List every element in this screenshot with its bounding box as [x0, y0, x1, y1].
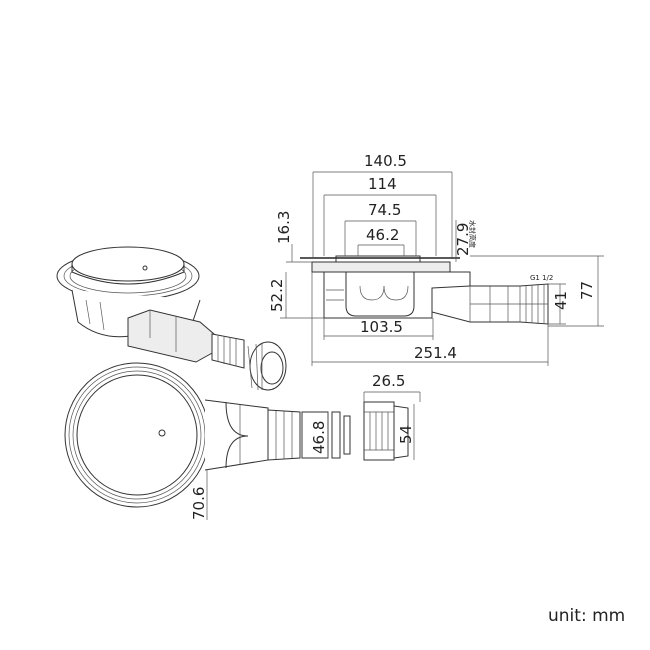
- dim-140-5: 140.5: [364, 152, 407, 170]
- dim-26-5: 26.5: [372, 372, 405, 390]
- top-view: 46.8 70.6: [64, 362, 351, 520]
- dim-251-4: 251.4: [414, 344, 457, 362]
- dim-41: 41: [552, 291, 570, 310]
- dim-46-8: 46.8: [310, 421, 328, 454]
- dim-77: 77: [578, 281, 596, 300]
- thread-label: G1 1/2: [530, 274, 553, 282]
- dim-52-2: 52.2: [268, 279, 286, 312]
- dim-70-6: 70.6: [190, 487, 208, 520]
- dim-27-9: 27.9: [454, 223, 472, 256]
- dim-46-2: 46.2: [366, 226, 399, 244]
- dim-74-5: 74.5: [368, 201, 401, 219]
- water-seal-note: 水封高度: [468, 220, 477, 248]
- dim-54: 54: [397, 425, 415, 444]
- perspective-view: [56, 246, 287, 391]
- dim-114: 114: [368, 175, 397, 193]
- section-view: 140.5 114 74.5 46.2 16.3 52.2 27.9 水封高度 …: [268, 152, 604, 366]
- dim-103-5: 103.5: [360, 318, 403, 336]
- dim-16-3: 16.3: [275, 211, 293, 244]
- unit-label: unit: mm: [548, 606, 626, 626]
- nut-detail: 26.5 54: [363, 372, 421, 461]
